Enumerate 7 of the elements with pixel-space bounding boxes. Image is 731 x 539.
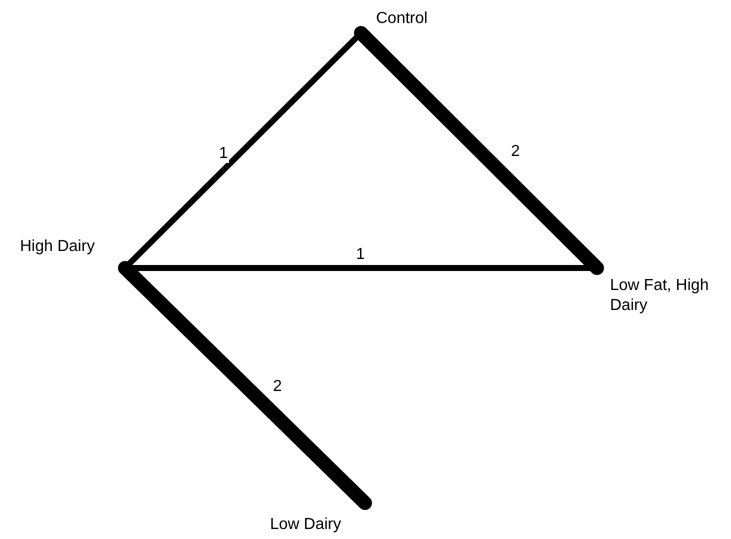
node-label: High Dairy xyxy=(20,237,118,257)
node-label: Low Dairy xyxy=(270,515,366,535)
node-label: Control xyxy=(376,9,450,29)
connector-line xyxy=(354,26,604,275)
connector-line xyxy=(118,261,372,510)
node-label: Low Fat, High Dairy xyxy=(610,276,714,316)
edge-label: 1 xyxy=(218,145,229,163)
